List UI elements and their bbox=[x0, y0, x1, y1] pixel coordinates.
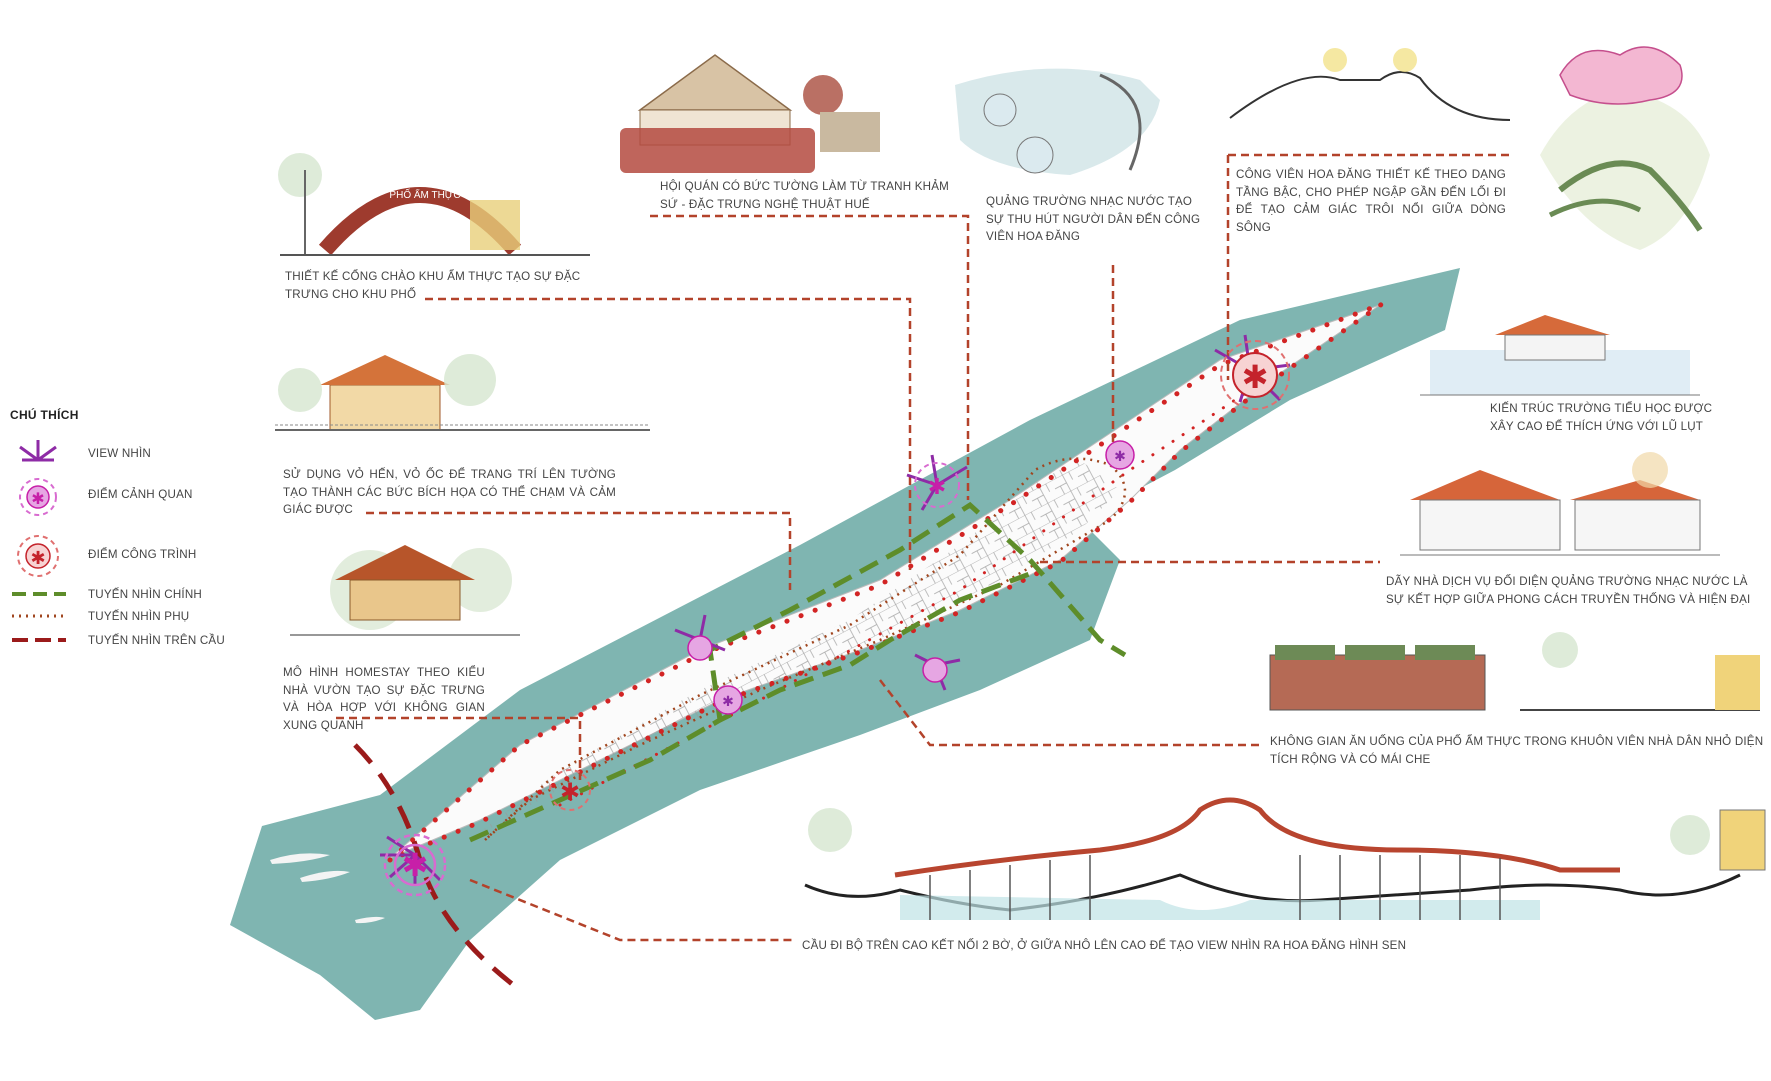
svg-text:✱: ✱ bbox=[1114, 448, 1126, 464]
note-lotus-park: CÔNG VIÊN HOA ĐĂNG THIẾT KẾ THEO DẠNG TẦ… bbox=[1236, 166, 1506, 236]
hoi-quan-sketch bbox=[620, 55, 880, 173]
note-homestay: MÔ HÌNH HOMESTAY THEO KIỂU NHÀ VƯỜN TẠO … bbox=[283, 664, 485, 734]
note-gate: THIẾT KẾ CỔNG CHÀO KHU ẨM THỰC TẠO SỰ ĐẶ… bbox=[285, 268, 595, 303]
legend-label-building: ĐIỂM CÔNG TRÌNH bbox=[88, 546, 196, 564]
view-arrows-icon bbox=[20, 440, 56, 460]
note-water-square: QUẢNG TRƯỜNG NHẠC NƯỚC TẠO SỰ THU HÚT NG… bbox=[986, 193, 1206, 246]
bridge-section-sketch bbox=[805, 800, 1765, 920]
service-row-sketch bbox=[1400, 452, 1720, 555]
gate-sketch: PHỐ ẨM THỰC bbox=[278, 153, 590, 255]
school-sketch bbox=[1420, 315, 1700, 395]
note-hoi-quan: HỘI QUÁN CÓ BỨC TƯỜNG LÀM TỪ TRANH KHẢM … bbox=[660, 178, 960, 213]
legend-label-landscape: ĐIỂM CẢNH QUAN bbox=[88, 486, 193, 504]
svg-text:✱: ✱ bbox=[560, 779, 580, 806]
legend-label-main-line: TUYẾN NHÌN CHÍNH bbox=[88, 586, 202, 604]
svg-text:✱: ✱ bbox=[722, 693, 734, 709]
svg-text:✱: ✱ bbox=[1242, 359, 1269, 395]
water-square-sketch bbox=[955, 69, 1160, 175]
terrace-section-sketch bbox=[1230, 48, 1510, 120]
svg-text:✱: ✱ bbox=[30, 548, 45, 568]
note-bridge: CẦU ĐI BỘ TRÊN CAO KẾT NỐI 2 BỜ, Ở GIỮA … bbox=[802, 937, 1502, 955]
note-wall-art: SỬ DỤNG VỎ HẾN, VỎ ỐC ĐỂ TRANG TRÍ LÊN T… bbox=[283, 466, 616, 519]
wall-art-sketch bbox=[275, 354, 650, 430]
food-space-sketch bbox=[1270, 632, 1760, 710]
homestay-sketch bbox=[290, 545, 520, 635]
building-point-icon: ✱ bbox=[18, 536, 58, 576]
legend-symbols: ✱ ✱ bbox=[12, 440, 66, 640]
legend-title: CHÚ THÍCH bbox=[10, 408, 230, 422]
note-school: KIẾN TRÚC TRƯỜNG TIỂU HỌC ĐƯỢC XÂY CAO Đ… bbox=[1490, 400, 1720, 435]
legend-label-view: VIEW NHÌN bbox=[88, 445, 151, 463]
svg-text:✱: ✱ bbox=[928, 474, 946, 499]
legend: CHÚ THÍCH bbox=[10, 408, 230, 422]
lotus-park-sketch bbox=[1540, 47, 1710, 250]
legend-label-secondary-line: TUYẾN NHÌN PHỤ bbox=[88, 608, 189, 626]
note-food-space: KHÔNG GIAN ĂN UỐNG CỦA PHỐ ẨM THỰC TRONG… bbox=[1270, 733, 1765, 768]
gate-sign: PHỐ ẨM THỰC bbox=[389, 187, 460, 201]
svg-text:✱: ✱ bbox=[402, 847, 429, 883]
note-service-row: DÃY NHÀ DỊCH VỤ ĐỐI DIỆN QUẢNG TRƯỜNG NH… bbox=[1386, 573, 1766, 608]
legend-label-bridge-line: TUYẾN NHÌN TRÊN CẦU bbox=[88, 632, 225, 650]
landscape-point-icon: ✱ bbox=[20, 479, 56, 515]
svg-text:✱: ✱ bbox=[31, 491, 44, 508]
